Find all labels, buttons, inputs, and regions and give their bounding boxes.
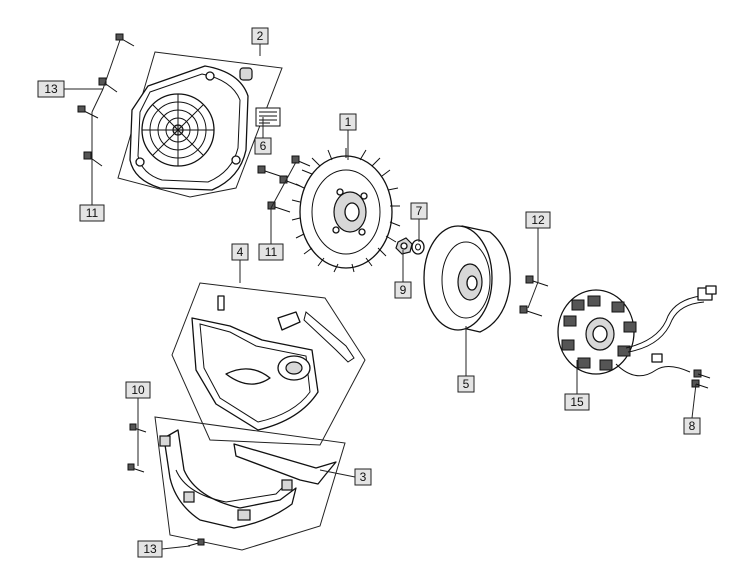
svg-text:3: 3: [360, 470, 367, 484]
svg-text:5: 5: [463, 377, 470, 391]
callout-13-bottom: 13: [137, 540, 163, 558]
callout-11-right: 11: [258, 243, 284, 261]
svg-text:6: 6: [260, 139, 267, 153]
svg-text:11: 11: [86, 206, 99, 220]
lower-shroud-group-outline: [154, 416, 346, 551]
upper-shroud-part: [191, 295, 355, 431]
svg-text:11: 11: [265, 245, 278, 259]
callout-3: 3: [354, 468, 372, 486]
svg-text:13: 13: [44, 82, 58, 96]
svg-text:9: 9: [400, 283, 407, 297]
callout-10: 10: [125, 381, 151, 399]
callout-1: 1: [339, 113, 357, 131]
callout-13-top: 13: [37, 80, 65, 98]
callout-11-left: 11: [79, 204, 105, 222]
cover-screws: [77, 33, 135, 167]
shroud-group-outline: [171, 282, 366, 446]
svg-text:7: 7: [416, 204, 423, 218]
bottom-screw: [187, 538, 205, 547]
svg-text:12: 12: [531, 213, 545, 227]
flywheel-nut-part: [395, 237, 413, 255]
ground-bolts: [691, 369, 711, 389]
callout-7: 7: [410, 202, 428, 220]
callout-8: 8: [683, 417, 701, 435]
flywheel-washer-part: [411, 239, 425, 255]
warning-label-part: [255, 107, 281, 127]
svg-text:15: 15: [570, 395, 584, 409]
stator-screws: [519, 275, 549, 317]
stator-part: [557, 285, 717, 377]
callout-15: 15: [564, 393, 590, 411]
cooling-fan-part: [291, 148, 401, 273]
flywheel-rotor-part: [423, 225, 511, 333]
fan-cover-group-outline: [117, 51, 283, 198]
callout-5: 5: [457, 375, 475, 393]
callout-6: 6: [254, 137, 272, 155]
svg-text:2: 2: [257, 29, 264, 43]
leader-lines: [64, 39, 697, 550]
svg-text:10: 10: [131, 383, 145, 397]
svg-text:1: 1: [345, 115, 352, 129]
callout-4: 4: [231, 243, 249, 261]
lower-shroud-part: [159, 429, 337, 529]
callout-2: 2: [251, 27, 269, 45]
svg-text:4: 4: [237, 245, 244, 259]
fan-cover-part: [129, 65, 253, 191]
svg-text:13: 13: [143, 542, 157, 556]
fan-bolts: [257, 155, 311, 213]
shroud-screws: [127, 423, 147, 473]
callout-12: 12: [525, 211, 551, 229]
svg-text:8: 8: [689, 419, 696, 433]
callout-9: 9: [394, 281, 412, 299]
